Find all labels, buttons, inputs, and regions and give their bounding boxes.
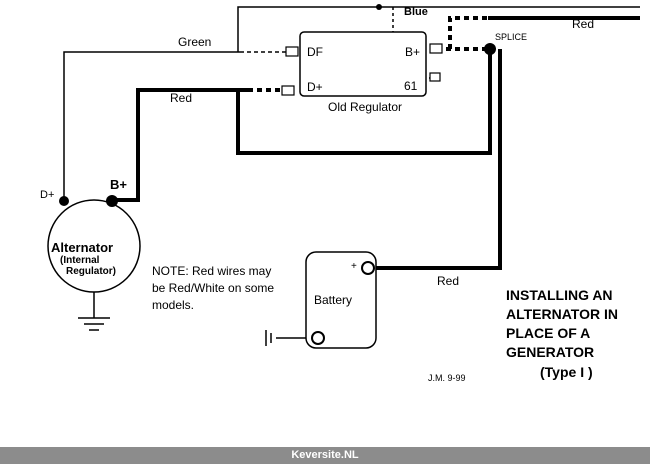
label-internal: (Internal: [60, 255, 100, 266]
label-splice: SPLICE: [495, 32, 527, 42]
battery-neg-terminal: [311, 331, 325, 345]
alt-b-plus-dot: [106, 195, 118, 207]
footer-bar: Keversite.NL: [0, 447, 650, 464]
blue-wire: [237, 6, 640, 52]
b-plus-dashed-2: [448, 16, 488, 49]
label-battery-plus: +: [351, 261, 357, 272]
note-line-3: models.: [152, 298, 194, 312]
df-terminal: [285, 46, 299, 57]
green-wire: [63, 51, 240, 200]
label-d-plus-reg: D+: [307, 80, 323, 94]
splice-node: [484, 43, 496, 55]
label-red-top-right: Red: [572, 17, 594, 31]
red-wire-alternator: [112, 88, 248, 202]
label-old-regulator: Old Regulator: [328, 100, 402, 114]
label-green: Green: [178, 35, 211, 49]
label-df: DF: [307, 45, 323, 59]
d-plus-terminal: [281, 85, 295, 96]
label-alt-b-plus: B+: [110, 177, 127, 192]
label-b-plus-reg: B+: [405, 45, 420, 59]
label-red-battery: Red: [437, 274, 459, 288]
label-alternator: Alternator: [51, 240, 113, 255]
title-line-5: (Type I ): [540, 364, 593, 380]
ground-symbol: [78, 317, 110, 331]
blue-junction-dot: [376, 4, 382, 10]
label-red-left: Red: [170, 91, 192, 105]
author-date: J.M. 9-99: [428, 373, 466, 383]
note-line-1: NOTE: Red wires may: [152, 264, 271, 278]
label-61: 61: [404, 79, 418, 93]
label-alt-d-plus: D+: [40, 189, 54, 201]
footer-site-name: Keversite.NL: [291, 449, 359, 461]
battery-ground-symbol: [265, 330, 272, 346]
terminal-61-tab: [429, 72, 441, 82]
title-line-2: ALTERNATOR IN: [506, 306, 618, 322]
label-blue: Blue: [404, 6, 428, 18]
b-plus-terminal: [429, 43, 443, 54]
battery-pos-terminal: [361, 261, 375, 275]
label-battery: Battery: [314, 293, 352, 307]
regulator-box: [299, 31, 427, 97]
battery-box: [305, 251, 377, 349]
title-line-3: PLACE OF A: [506, 325, 590, 341]
title-line-1: INSTALLING AN: [506, 287, 613, 303]
alt-d-plus-dot: [59, 196, 69, 206]
red-wire-battery: [368, 49, 502, 270]
title-line-4: GENERATOR: [506, 344, 594, 360]
red-wire-loop: [236, 49, 492, 155]
note-line-2: be Red/White on some: [152, 281, 274, 295]
alternator-body: [47, 199, 141, 293]
label-regulator: Regulator): [66, 266, 116, 277]
diagram-canvas: Green Blue Red SPLICE DF D+ B+ 61 Old Re…: [40, 4, 640, 383]
